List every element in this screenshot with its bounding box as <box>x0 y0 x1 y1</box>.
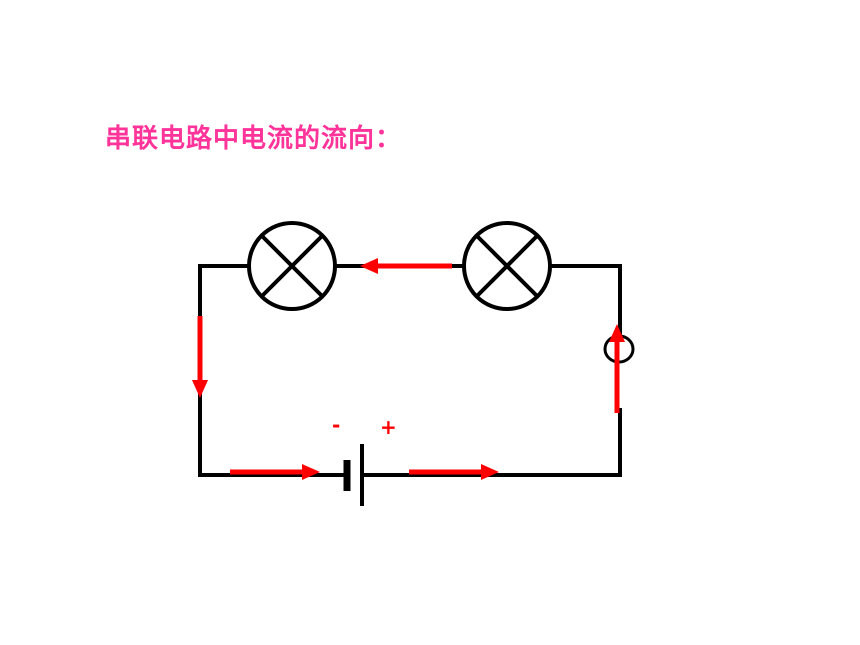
current-arrows <box>192 258 625 480</box>
arrow-left-down <box>192 316 208 398</box>
arrow-top-left <box>360 258 452 274</box>
arrow-right-up <box>609 324 625 413</box>
battery <box>343 444 364 506</box>
battery-negative-label: - <box>332 413 340 437</box>
arrow-bottom-left-right <box>230 464 320 480</box>
arrow-bottom-right-right <box>409 464 499 480</box>
lamp-right <box>462 221 552 311</box>
battery-positive-label: + <box>380 415 397 439</box>
lamp-left <box>247 221 337 311</box>
diagram-title: 串联电路中电流的流向： <box>105 124 403 154</box>
